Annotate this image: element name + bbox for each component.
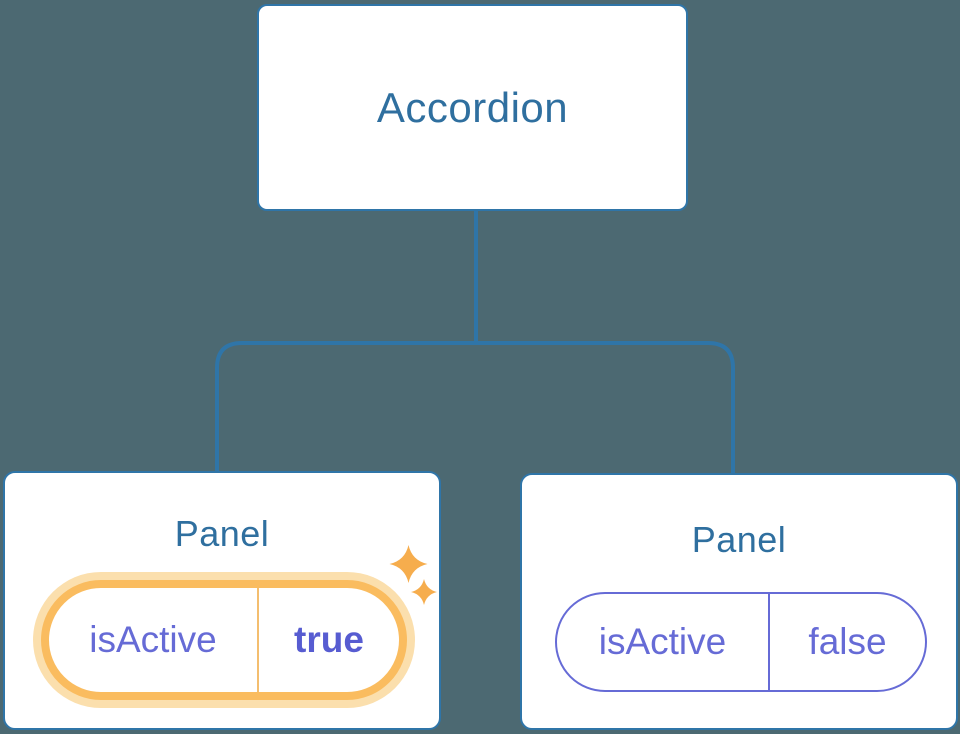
accordion-label: Accordion (376, 83, 569, 131)
prop-pill-inactive: isActive false (555, 592, 927, 692)
sparkle-small (411, 579, 437, 605)
prop-name: isActive (557, 594, 770, 690)
sparkle-large (389, 545, 428, 583)
prop-value: true (294, 619, 364, 660)
prop-name: isActive (49, 588, 259, 692)
prop-pill-active: isActive true (41, 580, 407, 700)
accordion-node: Accordion (257, 4, 688, 211)
panel-title: Panel (174, 513, 270, 554)
prop-value: false (808, 621, 887, 662)
panel-node-inactive: Panel isActive false (520, 473, 958, 730)
panel-node-active: Panel isActive true (3, 471, 441, 730)
connector-branch (215, 341, 735, 473)
panel-title: Panel (691, 519, 787, 560)
sparkles-icon (389, 545, 437, 605)
